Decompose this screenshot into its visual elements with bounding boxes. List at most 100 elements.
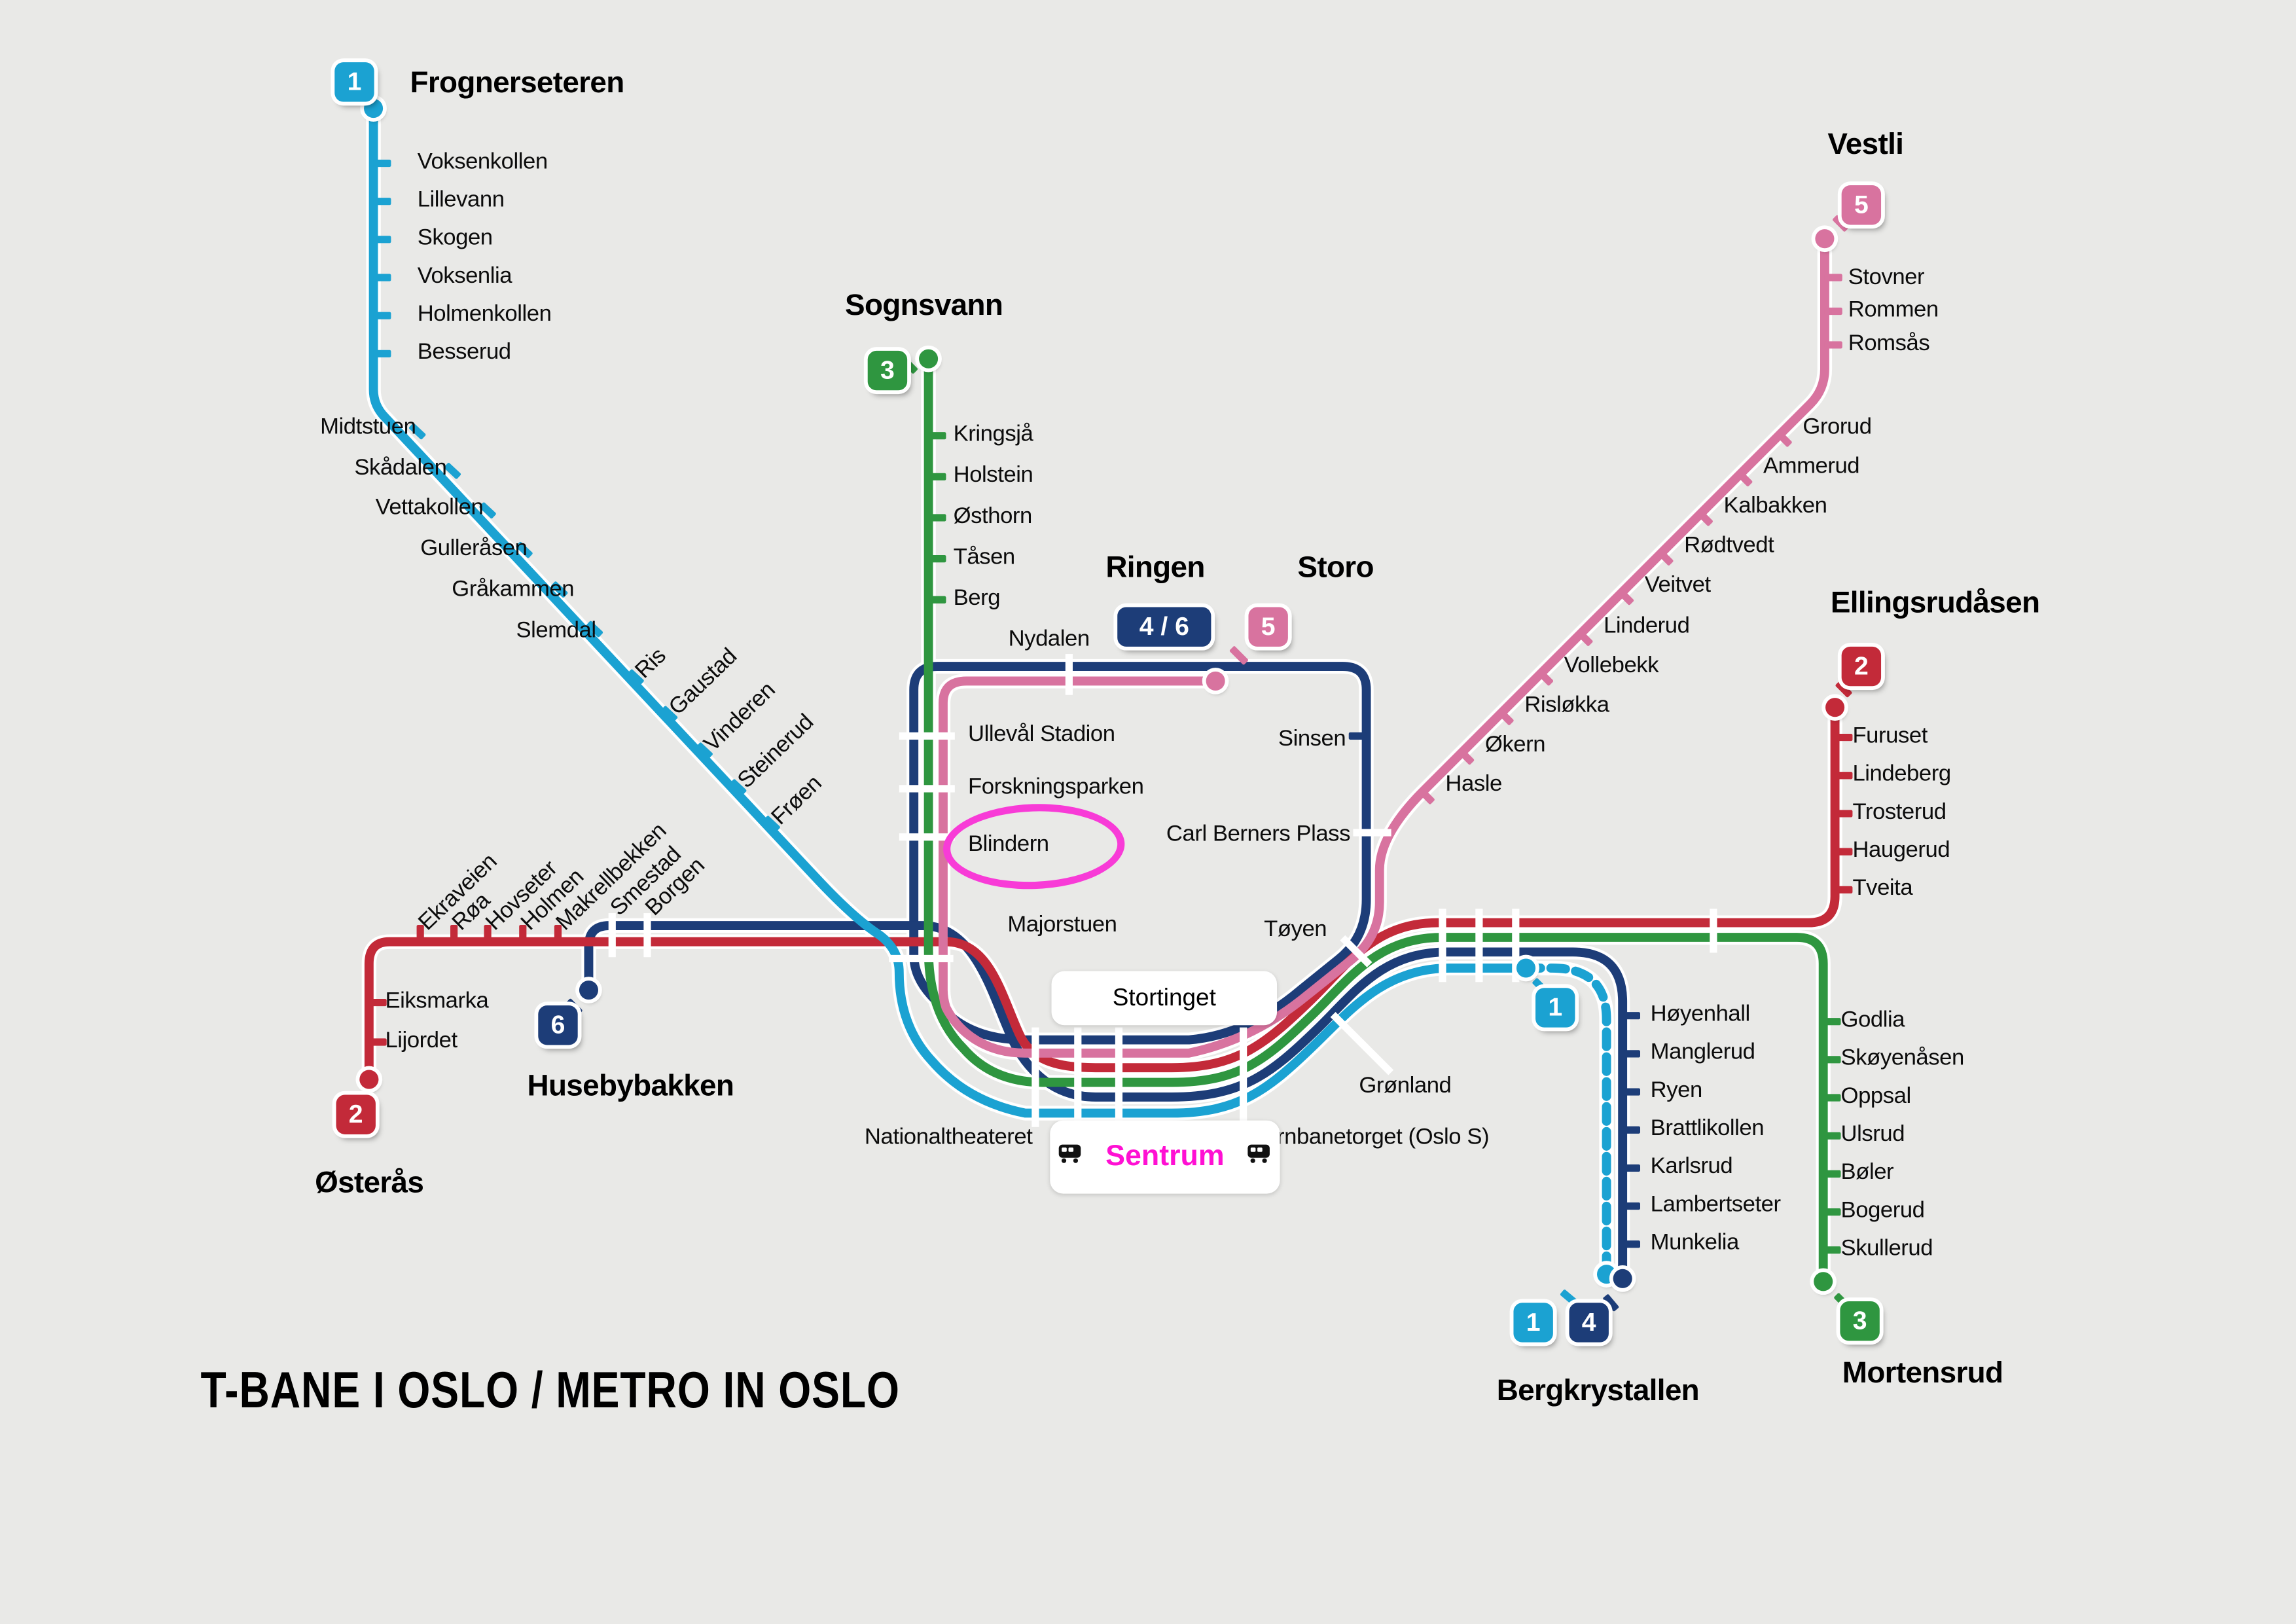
terminus-label: Mortensrud xyxy=(1842,1356,2003,1390)
station-label: Furuset xyxy=(1852,723,1928,749)
station-label: Tveita xyxy=(1852,876,1913,901)
station-tick xyxy=(1340,934,1372,967)
station-tick xyxy=(1835,885,1853,893)
station-label: Sinsen xyxy=(1278,726,1346,751)
station-tick xyxy=(1229,645,1249,665)
station-tick xyxy=(1623,1201,1640,1210)
station-label: Tåsen xyxy=(953,545,1016,570)
sentrum-label: Sentrum xyxy=(1105,1140,1225,1173)
station-tick xyxy=(1623,1011,1640,1019)
station-tick xyxy=(928,554,946,562)
station-label: Forskningsparken xyxy=(967,774,1144,800)
station-tick xyxy=(1031,1026,1039,1127)
station-tick xyxy=(1824,273,1842,281)
page-title: T-BANE I OSLO / METRO IN OSLO xyxy=(200,1362,900,1420)
station-tick xyxy=(1496,707,1515,725)
line-terminus-dot xyxy=(1206,671,1225,691)
station-label: Romsås xyxy=(1848,331,1930,356)
station-tick xyxy=(1710,908,1717,952)
station-label: Ulsrud xyxy=(1840,1121,1905,1147)
station-tick xyxy=(899,833,955,840)
station-tick xyxy=(373,349,391,357)
station-label: Karlsrud xyxy=(1650,1154,1733,1180)
station-label: Haugerud xyxy=(1852,837,1950,863)
station-label: Gråkammen xyxy=(452,577,575,602)
line-terminus-dot xyxy=(1825,698,1845,717)
line-terminus-dot xyxy=(1516,958,1536,978)
line-number-badge: 3 xyxy=(1840,1301,1880,1341)
station-label: Slemdal xyxy=(516,618,596,643)
station-label: Nationaltheateret xyxy=(864,1125,1033,1150)
station-tick xyxy=(608,912,616,957)
station-label: Vollebekk xyxy=(1564,653,1659,678)
station-label: Rommen xyxy=(1848,297,1939,323)
line-number-badge: 3 xyxy=(867,350,908,391)
station-label: Lindeberg xyxy=(1852,761,1951,787)
station-label: Skogen xyxy=(417,225,493,251)
station-label: Gulleråsen xyxy=(420,535,528,561)
line-number-badge: 1 xyxy=(1535,988,1575,1028)
station-label: Munkelia xyxy=(1650,1230,1740,1255)
station-tick xyxy=(1074,1026,1082,1127)
station-label: Vettakollen xyxy=(375,495,484,520)
station-label: Carl Berners Plass xyxy=(1166,821,1350,847)
station-label: Veitvet xyxy=(1644,572,1711,598)
station-tick xyxy=(1457,747,1475,765)
station-tick xyxy=(1623,1087,1640,1095)
station-tick xyxy=(1823,1131,1841,1139)
station-label: Ullevål Stadion xyxy=(967,722,1115,748)
terminus-label: Vestli xyxy=(1827,127,1904,162)
station-tick xyxy=(1348,731,1367,739)
station-tick xyxy=(1823,1169,1841,1177)
station-label: Jernbanetorget (Oslo S) xyxy=(1253,1125,1490,1150)
station-label: Voksenlia xyxy=(417,263,512,289)
station-tick xyxy=(1656,547,1674,566)
station-tick xyxy=(373,311,391,319)
station-tick xyxy=(1353,828,1391,836)
station-label: Lillevann xyxy=(417,187,505,213)
station-tick xyxy=(1823,1245,1841,1254)
station-tick xyxy=(1065,653,1073,695)
train-icon xyxy=(1057,1143,1083,1171)
station-tick xyxy=(1623,1125,1640,1133)
terminus-label: Ringen xyxy=(1105,550,1205,585)
station-label: Oppsal xyxy=(1840,1083,1912,1109)
station-tick xyxy=(373,158,391,166)
station-label: Linderud xyxy=(1604,613,1690,639)
station-label: Grorud xyxy=(1803,414,1872,440)
station-label: Blindern xyxy=(967,831,1049,857)
line-terminus-dot xyxy=(1596,1265,1617,1284)
station-label: Lambertseter xyxy=(1650,1192,1781,1218)
line-number-badge: 4 / 6 xyxy=(1117,607,1211,647)
station-label: Ammerud xyxy=(1763,454,1860,479)
line-number-badge: 6 xyxy=(538,1005,578,1045)
station-tick xyxy=(1835,732,1853,741)
station-tick xyxy=(1774,429,1793,447)
station-label: Økern xyxy=(1484,732,1546,757)
station-label: Frøen xyxy=(766,771,827,831)
station-tick xyxy=(1823,1055,1841,1063)
station-tick xyxy=(1575,628,1594,646)
line-number-badge: 1 xyxy=(1513,1303,1553,1343)
station-label: Besserud xyxy=(417,340,511,365)
line-terminus-dot xyxy=(364,99,384,118)
line-terminus-dot xyxy=(919,349,939,369)
station-tick xyxy=(928,595,946,603)
station-tick xyxy=(373,273,391,281)
station-label: Rødtvedt xyxy=(1684,533,1774,558)
station-label: Stovner xyxy=(1848,264,1925,291)
station-tick xyxy=(1696,508,1713,526)
station-tick xyxy=(1835,771,1853,779)
terminus-label: Frognerseteren xyxy=(410,65,625,100)
line-number-badge: 2 xyxy=(1841,646,1882,687)
station-label: Ryen xyxy=(1650,1077,1703,1103)
station-tick xyxy=(1617,587,1635,605)
station-label: Berg xyxy=(953,586,1001,611)
station-tick xyxy=(1835,809,1853,817)
stortinget-box: Stortinget xyxy=(1051,971,1278,1026)
station-label: Nydalen xyxy=(1008,626,1090,652)
station-tick xyxy=(1823,1017,1841,1025)
station-tick xyxy=(1735,468,1753,486)
